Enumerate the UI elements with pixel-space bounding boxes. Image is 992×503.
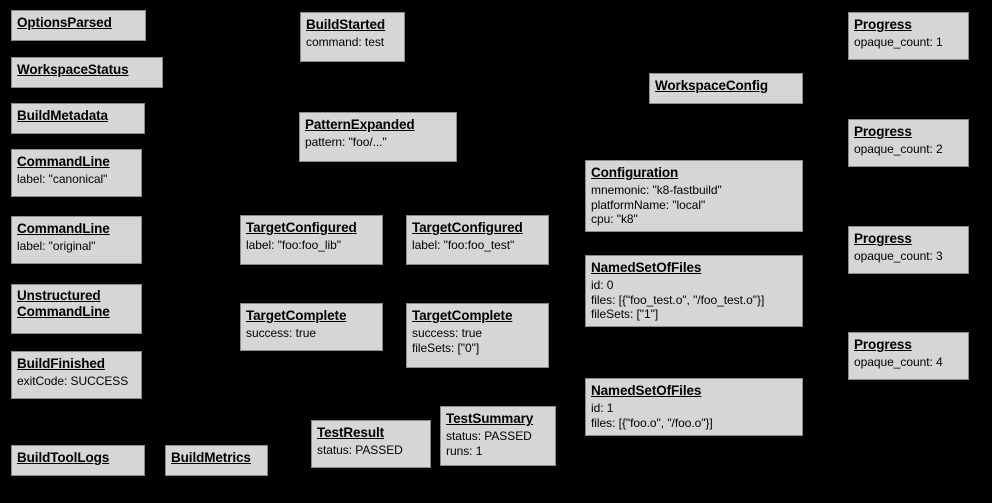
node-test-result[interactable]: TestResult status: PASSED bbox=[311, 420, 431, 468]
node-title: Progress bbox=[854, 124, 912, 139]
node-attributes: pattern: "foo/..." bbox=[305, 135, 451, 150]
node-attribute: status: PASSED bbox=[317, 443, 403, 457]
node-attribute: fileSets: ["0"] bbox=[412, 340, 480, 355]
node-title: NamedSetOfFiles bbox=[591, 383, 702, 398]
node-title: BuildMetrics bbox=[171, 450, 251, 465]
node-title: WorkspaceConfig bbox=[655, 78, 769, 93]
node-target-configured-foo-lib[interactable]: TargetConfigured label: "foo:foo_lib" bbox=[240, 215, 383, 265]
node-attribute: runs: 1 bbox=[446, 443, 483, 458]
node-attribute: command: test bbox=[306, 35, 385, 49]
node-attribute: pattern: "foo/..." bbox=[305, 135, 387, 149]
node-attributes: status: PASSED bbox=[317, 443, 425, 458]
node-title: Configuration bbox=[591, 165, 679, 180]
node-configuration[interactable]: Configuration mnemonic: "k8-fastbuild"pla… bbox=[585, 160, 803, 232]
node-title: WorkspaceStatus bbox=[17, 62, 129, 77]
node-attributes: exitCode: SUCCESS bbox=[17, 374, 136, 389]
node-attributes: success: true bbox=[246, 326, 377, 341]
node-attribute: id: 0 bbox=[591, 278, 614, 292]
node-attributes: label: "original" bbox=[17, 239, 136, 254]
node-attribute: cpu: "k8" bbox=[591, 212, 638, 226]
node-unstructured-command-line[interactable]: Unstructured CommandLine bbox=[11, 284, 142, 334]
node-title: TargetComplete bbox=[412, 308, 513, 323]
node-attribute: exitCode: SUCCESS bbox=[17, 374, 129, 388]
node-options-parsed[interactable]: OptionsParsed bbox=[11, 10, 146, 41]
node-attribute: files: [{"foo_test.o", "/foo_test.o"}] bbox=[591, 292, 765, 307]
node-build-tool-logs[interactable]: BuildToolLogs bbox=[11, 445, 145, 476]
node-title: Progress bbox=[854, 231, 912, 246]
node-title: TestResult bbox=[317, 425, 385, 440]
node-build-metrics[interactable]: BuildMetrics bbox=[165, 445, 268, 476]
node-target-configured-foo-test[interactable]: TargetConfigured label: "foo:foo_test" bbox=[406, 215, 549, 265]
node-attribute: success: true bbox=[412, 326, 483, 340]
node-progress-2[interactable]: Progress opaque_count: 2 bbox=[848, 119, 969, 167]
node-attribute: files: [{"foo.o", "/foo.o"}] bbox=[591, 415, 713, 430]
node-build-started[interactable]: BuildStarted command: test bbox=[300, 12, 405, 62]
node-attribute: label: "canonical" bbox=[17, 172, 108, 186]
node-attributes: opaque_count: 2 bbox=[854, 142, 963, 157]
node-title: CommandLine bbox=[17, 221, 110, 236]
node-title: TargetConfigured bbox=[412, 220, 523, 235]
node-title: TargetComplete bbox=[246, 308, 347, 323]
node-title: BuildFinished bbox=[17, 356, 105, 371]
node-attribute: opaque_count: 3 bbox=[854, 249, 943, 263]
node-attribute: label: "foo:foo_lib" bbox=[246, 238, 341, 252]
node-pattern-expanded[interactable]: PatternExpanded pattern: "foo/..." bbox=[299, 112, 457, 162]
node-title: TargetConfigured bbox=[246, 220, 357, 235]
node-attribute: opaque_count: 1 bbox=[854, 35, 943, 49]
node-title: BuildToolLogs bbox=[17, 450, 110, 465]
node-attributes: label: "foo:foo_lib" bbox=[246, 238, 377, 253]
node-attributes: label: "canonical" bbox=[17, 172, 136, 187]
node-attribute: label: "foo:foo_test" bbox=[412, 238, 515, 252]
node-title: Progress bbox=[854, 17, 912, 32]
node-title: Unstructured CommandLine bbox=[17, 288, 110, 319]
node-title: Progress bbox=[854, 337, 912, 352]
node-title: CommandLine bbox=[17, 154, 110, 169]
node-attribute: fileSets: ["1"] bbox=[591, 307, 659, 321]
node-title: PatternExpanded bbox=[305, 117, 415, 132]
node-command-line-original[interactable]: CommandLine label: "original" bbox=[11, 216, 142, 264]
node-title: BuildStarted bbox=[306, 17, 386, 32]
node-build-metadata[interactable]: BuildMetadata bbox=[11, 103, 145, 134]
node-attribute: mnemonic: "k8-fastbuild" bbox=[591, 183, 722, 197]
node-attributes: command: test bbox=[306, 35, 399, 50]
node-attributes: mnemonic: "k8-fastbuild"platformName: "l… bbox=[591, 183, 797, 227]
node-attribute: opaque_count: 2 bbox=[854, 142, 943, 156]
node-attributes: label: "foo:foo_test" bbox=[412, 238, 543, 253]
node-attributes: opaque_count: 3 bbox=[854, 249, 963, 264]
node-progress-1[interactable]: Progress opaque_count: 1 bbox=[848, 12, 969, 60]
node-attribute: label: "original" bbox=[17, 239, 96, 253]
node-attribute: platformName: "local" bbox=[591, 197, 706, 212]
node-attribute: id: 1 bbox=[591, 401, 614, 415]
node-attribute: opaque_count: 4 bbox=[854, 355, 943, 369]
node-progress-4[interactable]: Progress opaque_count: 4 bbox=[848, 332, 969, 380]
node-command-line-canonical[interactable]: CommandLine label: "canonical" bbox=[11, 149, 142, 197]
node-progress-3[interactable]: Progress opaque_count: 3 bbox=[848, 226, 969, 274]
node-build-finished[interactable]: BuildFinished exitCode: SUCCESS bbox=[11, 351, 142, 399]
node-title: OptionsParsed bbox=[17, 15, 112, 30]
node-target-complete-lib[interactable]: TargetComplete success: true bbox=[240, 303, 383, 351]
node-title: TestSummary bbox=[446, 411, 534, 426]
node-attribute: status: PASSED bbox=[446, 429, 532, 443]
node-workspace-status[interactable]: WorkspaceStatus bbox=[11, 57, 163, 88]
node-title: NamedSetOfFiles bbox=[591, 260, 702, 275]
node-title: BuildMetadata bbox=[17, 108, 108, 123]
node-workspace-config[interactable]: WorkspaceConfig bbox=[649, 73, 803, 104]
node-attribute: success: true bbox=[246, 326, 317, 340]
node-attributes: opaque_count: 4 bbox=[854, 355, 963, 370]
node-attributes: opaque_count: 1 bbox=[854, 35, 963, 50]
